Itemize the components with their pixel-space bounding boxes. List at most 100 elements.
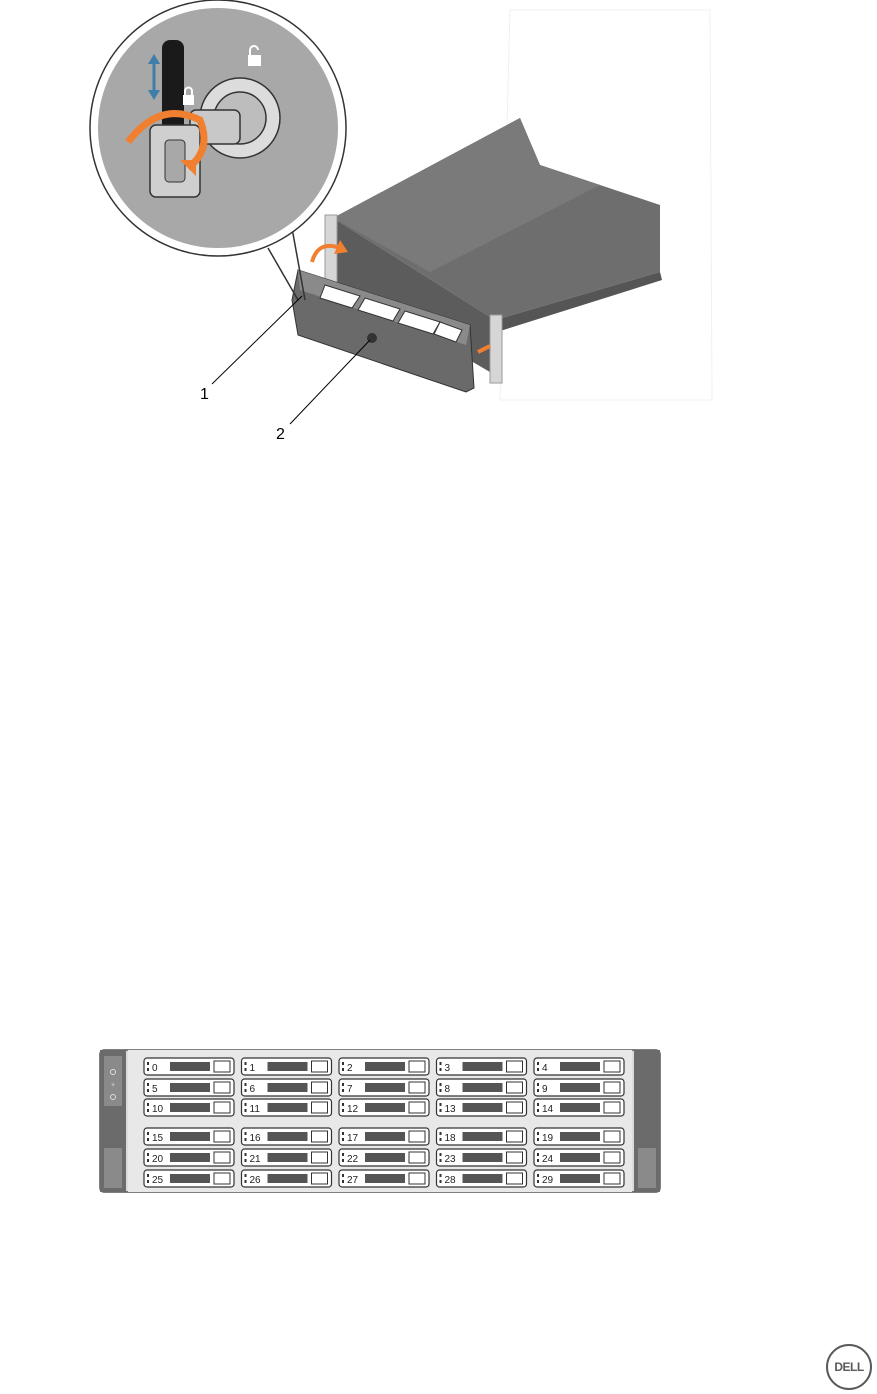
drive-grille	[365, 1132, 405, 1141]
drive-status-led	[342, 1132, 344, 1135]
drive-release-handle[interactable]	[311, 1151, 328, 1164]
drive-release-handle[interactable]	[213, 1101, 231, 1114]
drive-bay[interactable]: 19	[533, 1127, 625, 1146]
drive-release-handle[interactable]	[408, 1081, 426, 1094]
drive-grille	[560, 1083, 600, 1092]
drive-bay[interactable]: 15	[143, 1127, 235, 1146]
drive-bay[interactable]: 3	[435, 1057, 528, 1076]
drive-release-handle[interactable]	[408, 1151, 426, 1164]
drive-grille	[365, 1174, 405, 1183]
drive-bay[interactable]: 21	[240, 1148, 333, 1167]
drive-release-handle[interactable]	[603, 1060, 621, 1073]
drive-bay[interactable]: 28	[435, 1169, 528, 1188]
drive-release-handle[interactable]	[506, 1101, 523, 1114]
drive-bay[interactable]: 17	[338, 1127, 430, 1146]
drive-bay[interactable]: 14	[533, 1098, 625, 1117]
drive-grille	[170, 1132, 210, 1141]
drive-release-handle[interactable]	[603, 1101, 621, 1114]
drive-bay-label: 18	[445, 1133, 457, 1144]
drive-release-handle[interactable]	[506, 1081, 523, 1094]
drive-bay[interactable]: 2	[338, 1057, 430, 1076]
drive-bay[interactable]: 11	[240, 1098, 333, 1117]
drive-bay[interactable]: 24	[533, 1148, 625, 1167]
drive-bay[interactable]: 20	[143, 1148, 235, 1167]
drive-release-handle[interactable]	[213, 1172, 231, 1185]
drive-bay[interactable]: 18	[435, 1127, 528, 1146]
drive-release-handle[interactable]	[213, 1151, 231, 1164]
drive-bay[interactable]: 7	[338, 1078, 430, 1097]
drive-bay[interactable]: 6	[240, 1078, 333, 1097]
drive-bay[interactable]: 0	[143, 1057, 235, 1076]
drive-release-handle[interactable]	[603, 1130, 621, 1143]
drive-bay[interactable]: 13	[435, 1098, 528, 1117]
drive-activity-led	[439, 1068, 442, 1071]
drive-grille	[462, 1132, 503, 1141]
drive-release-handle[interactable]	[603, 1081, 621, 1094]
drive-grille	[365, 1153, 405, 1162]
drive-release-handle[interactable]	[603, 1172, 621, 1185]
drive-bay[interactable]: 25	[143, 1169, 235, 1188]
drive-release-handle[interactable]	[213, 1060, 231, 1073]
drive-activity-led	[537, 1068, 539, 1071]
drive-status-led	[439, 1062, 442, 1065]
drive-release-handle[interactable]	[408, 1060, 426, 1073]
drive-bay-label: 16	[250, 1133, 262, 1144]
drive-activity-led	[244, 1089, 247, 1092]
drive-release-handle[interactable]	[311, 1130, 328, 1143]
drive-release-handle[interactable]	[506, 1060, 523, 1073]
drive-status-led	[244, 1153, 247, 1156]
drive-bay[interactable]: 10	[143, 1098, 235, 1117]
drive-activity-led	[342, 1180, 344, 1183]
drive-bay[interactable]: 5	[143, 1078, 235, 1097]
drive-bay[interactable]: 27	[338, 1169, 430, 1188]
drive-status-led	[439, 1153, 442, 1156]
drive-release-handle[interactable]	[311, 1060, 328, 1073]
drive-bay[interactable]: 16	[240, 1127, 333, 1146]
drive-bay-label: 15	[152, 1133, 164, 1144]
drive-bay-label: 28	[445, 1175, 457, 1186]
bezel	[291, 269, 475, 393]
rack-ear-right	[489, 314, 503, 384]
drive-bay[interactable]: 4	[533, 1057, 625, 1076]
drive-release-handle[interactable]	[506, 1151, 523, 1164]
drive-grille	[365, 1083, 405, 1092]
drive-activity-led	[537, 1180, 539, 1183]
latch-arrow-icon	[477, 344, 491, 354]
drive-bay[interactable]: 29	[533, 1169, 625, 1188]
drive-status-led	[147, 1083, 149, 1086]
drive-grille	[462, 1174, 503, 1183]
drive-bay[interactable]: 22	[338, 1148, 430, 1167]
drive-release-handle[interactable]	[311, 1172, 328, 1185]
drive-release-handle[interactable]	[311, 1081, 328, 1094]
drive-release-handle[interactable]	[408, 1172, 426, 1185]
drive-status-led	[147, 1132, 149, 1135]
drive-bay[interactable]: 12	[338, 1098, 430, 1117]
drive-release-handle[interactable]	[506, 1172, 523, 1185]
drive-release-handle[interactable]	[506, 1130, 523, 1143]
unlocked-padlock-icon	[248, 45, 261, 66]
drive-bay-label: 20	[152, 1154, 164, 1165]
drive-bay[interactable]: 1	[240, 1057, 333, 1076]
drive-release-handle[interactable]	[311, 1101, 328, 1114]
drive-release-handle[interactable]	[603, 1151, 621, 1164]
drive-bay-label: 21	[250, 1154, 262, 1165]
drive-bay-label: 26	[250, 1175, 262, 1186]
drive-bay[interactable]: 8	[435, 1078, 528, 1097]
drive-activity-led	[342, 1089, 344, 1092]
drive-bay[interactable]: 23	[435, 1148, 528, 1167]
drive-bay[interactable]: 26	[240, 1169, 333, 1188]
drive-status-led	[244, 1083, 247, 1086]
drive-bay-label: 22	[347, 1154, 359, 1165]
drive-grille	[462, 1153, 503, 1162]
drive-release-handle[interactable]	[213, 1130, 231, 1143]
drive-activity-led	[342, 1068, 344, 1071]
drive-status-led	[439, 1132, 442, 1135]
drive-bay[interactable]: 9	[533, 1078, 625, 1097]
drive-release-handle[interactable]	[213, 1081, 231, 1094]
drive-release-handle[interactable]	[408, 1130, 426, 1143]
drive-activity-led	[439, 1138, 442, 1141]
drive-grille	[267, 1062, 308, 1071]
drive-release-handle[interactable]	[408, 1101, 426, 1114]
drive-activity-led	[537, 1089, 539, 1092]
